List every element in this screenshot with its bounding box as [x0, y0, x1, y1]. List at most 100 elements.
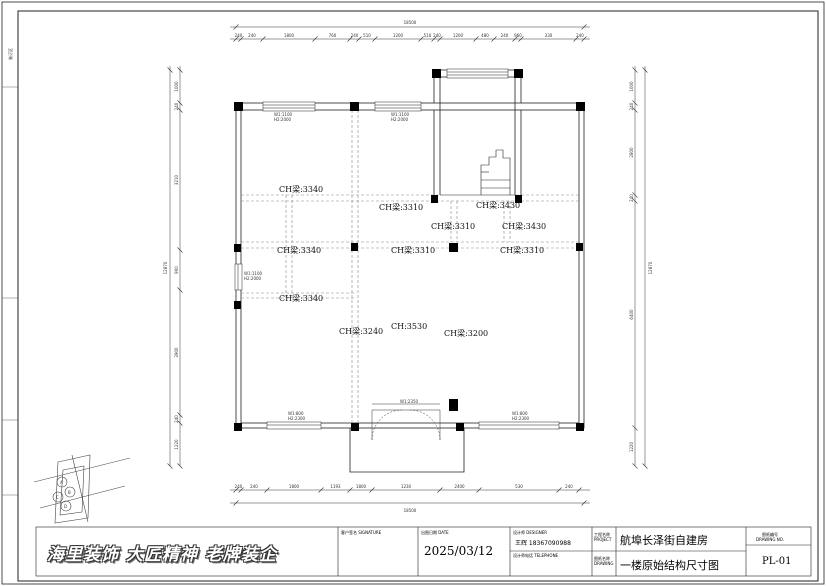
dimension-tick	[518, 36, 524, 42]
logo-letter: C	[56, 495, 59, 500]
dimension-label: 240	[576, 33, 584, 38]
dimension-label: 240	[235, 484, 243, 489]
dimension-tick	[177, 247, 183, 253]
dimension-tick	[233, 487, 239, 493]
dimension-tick	[177, 287, 183, 293]
stairs	[440, 149, 515, 196]
dimension-tick	[473, 36, 479, 42]
designer-value: 王辉 18367090988	[515, 540, 571, 547]
dimension-label: 1193	[330, 484, 341, 489]
ceiling-height-label: CH梁:3310	[379, 203, 423, 212]
dimension-label: 240	[629, 102, 634, 110]
dimension-tick	[260, 36, 266, 42]
window-label-line: H2:2000	[274, 117, 292, 122]
dimension-ticks	[167, 24, 648, 506]
dimension-label: 1800	[356, 484, 367, 489]
dimension-label: 1230	[401, 484, 412, 489]
ceiling-height-label: CH梁:3430	[502, 222, 546, 231]
drawing-date: 2025/03/12	[424, 544, 494, 558]
dimension-label: 240	[629, 194, 634, 202]
window-label-line: W1:800	[288, 411, 304, 416]
dimension-label: 240	[565, 484, 573, 489]
dimension-tick	[356, 36, 362, 42]
ceiling-height-label: CH梁:3340	[279, 294, 323, 303]
dimension-label: 240	[351, 33, 359, 38]
dimension-tick	[632, 425, 638, 431]
dimension-tick	[177, 463, 183, 469]
columns	[234, 69, 585, 431]
drawing-name: 一楼原始结构尺寸图	[620, 559, 719, 572]
dimension-tick	[632, 198, 638, 204]
entrance-doors	[371, 403, 441, 441]
date-label-sub: DATE	[438, 530, 449, 535]
window-label-line: W1:1100	[391, 112, 409, 117]
dimension-label: 240	[501, 33, 509, 38]
window-label-line: W1:1100	[244, 271, 262, 276]
drawing-label-sub: DRAWING	[594, 561, 614, 566]
dimension-tick	[167, 463, 173, 469]
ceiling-height-label: CH梁:3310	[391, 246, 435, 255]
logo-letter: A	[60, 480, 63, 485]
dimension-tick	[177, 420, 183, 426]
dimension-tick	[347, 36, 353, 42]
dimension-tick	[632, 107, 638, 113]
project-name: 航埠长泽街自建房	[620, 534, 708, 547]
dimension-tick	[318, 487, 324, 493]
dimension-tick	[632, 463, 638, 469]
window-label-line: W1:2350	[400, 399, 418, 404]
dimension-tick	[431, 36, 437, 42]
window-label-line: W1:1100	[274, 112, 292, 117]
dimension-tick	[556, 487, 562, 493]
logo-letter: B	[68, 490, 71, 495]
binding-strip-label: 装订区	[7, 48, 13, 60]
dimension-label: 3210	[174, 174, 179, 185]
dimension-tick	[177, 412, 183, 418]
dimension-label: 240	[174, 102, 179, 110]
window-label-line: W1:800	[512, 411, 528, 416]
drawing-number: PL-01	[762, 556, 792, 567]
title-block-grid	[35, 526, 812, 577]
dimension-tick	[632, 67, 638, 73]
designer-label-sub: DESIGNER	[526, 530, 548, 535]
dimension-label: 510	[363, 33, 371, 38]
dimension-tick	[238, 36, 244, 42]
ceiling-height-label: CH梁:3340	[277, 246, 321, 255]
dimension-tick	[347, 487, 353, 493]
dimension-label: 240	[250, 484, 258, 489]
designer-label: 设计师 DESIGNER	[513, 530, 547, 536]
dimension-tick	[491, 36, 497, 42]
client-label-text: 客户签名	[341, 530, 357, 535]
window-label-line: H2:2000	[244, 276, 262, 281]
designer-label-text: 设计师	[513, 530, 525, 535]
dimension-tick	[437, 487, 443, 493]
dimension-tick	[642, 463, 648, 469]
dimension-tick	[312, 36, 318, 42]
dimension-label: 12870	[648, 261, 653, 274]
number-label-text: 图纸编号	[761, 532, 778, 537]
dimension-tick	[476, 487, 482, 493]
project-label-sub: PROJECT	[594, 537, 612, 542]
date-label: 出图日期 DATE	[421, 530, 449, 536]
dimension-tick	[167, 67, 173, 73]
dimension-tick	[233, 24, 239, 30]
dimension-tick	[233, 36, 239, 42]
dimension-label: 6400	[629, 309, 634, 320]
window-label: W1:2350	[400, 399, 418, 404]
ceiling-height-label: CH梁:3430	[476, 201, 520, 210]
dimension-label: 18500	[404, 508, 417, 513]
dimension-label: 330	[545, 33, 553, 38]
dimension-label: 240	[433, 33, 441, 38]
dimension-label: 530	[515, 484, 523, 489]
company-slogan: 海里装饰 大匠精神 老牌装企	[47, 545, 277, 565]
drawing-label-text: 图纸名称	[594, 556, 610, 561]
dimension-label: 510	[424, 33, 432, 38]
dimension-label: 480	[481, 33, 489, 38]
